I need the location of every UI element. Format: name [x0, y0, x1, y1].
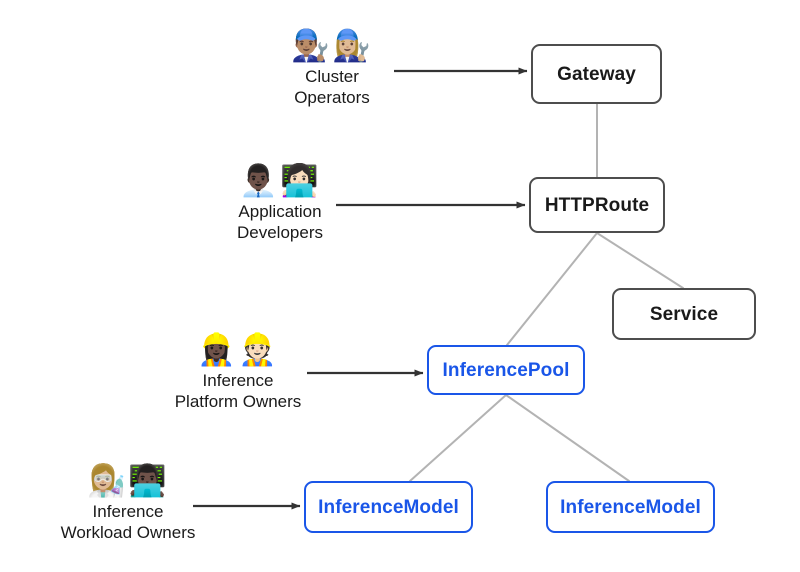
mechanic-man-icon: 👨🏽‍🔧👩🏼‍🔧 — [291, 28, 373, 64]
node-service[interactable]: Service — [612, 288, 756, 340]
node-inferencemodel2[interactable]: InferenceModel — [546, 481, 715, 533]
node-label: InferencePool — [442, 359, 570, 381]
edge-httproute-service — [596, 232, 684, 289]
node-inferencemodel1[interactable]: InferenceModel — [304, 481, 473, 533]
node-label: Service — [649, 303, 719, 325]
edge-inferencepool-inferencemodel2 — [505, 394, 630, 482]
node-label: HTTPRoute — [544, 194, 650, 216]
construction-worker-woman-icon: 👷🏿‍♀️👷🏻 — [197, 332, 279, 368]
persona-label-line: Platform Owners — [174, 391, 302, 411]
persona-label-line: Application — [238, 201, 322, 221]
node-httproute[interactable]: HTTPRoute — [529, 177, 665, 233]
node-inferencepool[interactable]: InferencePool — [427, 345, 585, 395]
persona-label-line: Inference — [202, 370, 274, 390]
persona-label-line: Cluster — [305, 66, 359, 86]
edge-httproute-inferencepool — [506, 232, 598, 346]
persona-label-line: Developers — [237, 222, 323, 242]
node-label: InferenceModel — [560, 496, 701, 518]
persona-arrows — [193, 67, 528, 510]
edge-inferencepool-inferencemodel1 — [409, 394, 507, 482]
office-worker-icon: 👨🏿‍💼👩🏻‍💻 — [239, 163, 321, 199]
scientist-icon: 👩🏼‍🔬👨🏿‍💻 — [87, 463, 169, 499]
persona-label-line: Workload Owners — [60, 522, 196, 542]
node-label: Gateway — [557, 63, 636, 85]
node-label: InferenceModel — [318, 496, 459, 518]
node-gateway[interactable]: Gateway — [531, 44, 662, 104]
persona-label-line: Inference — [92, 501, 164, 521]
persona-label-line: Operators — [294, 87, 370, 107]
